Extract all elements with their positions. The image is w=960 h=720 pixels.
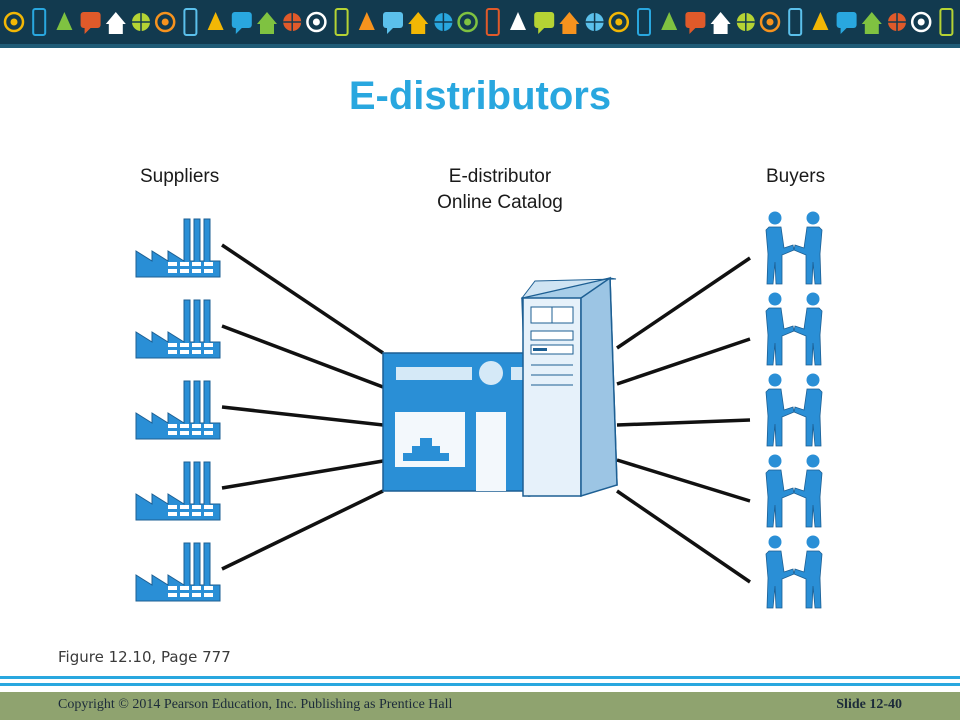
video-icon xyxy=(710,12,731,34)
icon-pattern xyxy=(3,8,954,36)
thumbs-up-icon xyxy=(788,8,803,36)
connection-lines xyxy=(221,243,751,584)
people-icon xyxy=(939,8,954,36)
footer-rule-bottom xyxy=(0,683,960,686)
factory-icon xyxy=(135,218,221,278)
factory-icon xyxy=(135,380,221,440)
handshake-icon xyxy=(765,454,823,528)
thumbs-up-icon xyxy=(132,13,150,31)
catalog-label-line2: Online Catalog xyxy=(437,192,563,213)
video-icon xyxy=(56,12,73,30)
email-icon xyxy=(257,12,277,34)
slide-number: Slide 12-40 xyxy=(836,697,902,712)
airplane-icon xyxy=(434,13,453,31)
at-icon xyxy=(334,8,349,36)
factory-icon xyxy=(135,461,221,521)
supplier-icons xyxy=(135,218,221,602)
buyer-connection xyxy=(616,458,751,503)
globe-icon xyxy=(888,13,906,31)
buyer-connection xyxy=(616,256,751,350)
factory-icon xyxy=(135,299,221,359)
video-icon xyxy=(383,12,403,34)
thumbs-up-icon xyxy=(457,11,478,33)
home-icon xyxy=(534,12,555,34)
figure-caption: Figure 12.10, Page 777 xyxy=(58,648,231,666)
header-banner xyxy=(0,0,960,44)
airplane-icon xyxy=(105,12,126,34)
chat-icon xyxy=(80,12,101,34)
banner-divider xyxy=(0,44,960,48)
footer-bar: Copyright © 2014 Pearson Education, Inc.… xyxy=(0,692,960,720)
smartphone-icon xyxy=(32,8,47,36)
copyright-notice: Copyright © 2014 Pearson Education, Inc.… xyxy=(58,697,453,712)
chat-icon xyxy=(408,12,429,34)
email-icon xyxy=(585,13,604,31)
sms-icon xyxy=(183,8,198,36)
handshake-icon xyxy=(765,211,823,285)
smartphone-icon xyxy=(685,12,706,34)
catalog-label-line1: E-distributor xyxy=(449,166,552,187)
buyers-label: Buyers xyxy=(766,166,825,187)
storefront-icon xyxy=(382,352,534,492)
supplier-connection xyxy=(221,489,384,571)
smartphone-icon xyxy=(358,12,375,30)
suppliers-label: Suppliers xyxy=(140,166,219,187)
buyer-connection xyxy=(616,418,751,427)
home-icon xyxy=(861,12,882,34)
handshake-icon xyxy=(765,292,823,366)
chat-icon xyxy=(736,13,755,31)
globe-icon xyxy=(231,12,252,34)
supplier-connection xyxy=(221,459,384,490)
people-icon xyxy=(608,11,630,33)
at-icon xyxy=(661,12,678,30)
at-icon xyxy=(3,11,25,33)
sms-icon xyxy=(836,12,857,34)
laptop-icon xyxy=(637,8,651,36)
airplane-icon xyxy=(759,11,781,33)
supplier-connection xyxy=(221,243,384,355)
wifi-icon xyxy=(812,12,829,30)
people-icon xyxy=(283,13,302,31)
buyer-icons xyxy=(765,211,823,609)
wifi-icon xyxy=(485,8,500,36)
slide-title: E-distributors xyxy=(348,74,612,118)
e-distributor-diagram: Suppliers E-distributor Online Catalog B… xyxy=(130,155,830,610)
handshake-icon xyxy=(765,373,823,447)
footer-rule-top xyxy=(0,676,960,679)
supplier-connection xyxy=(221,405,384,427)
handshake-icon xyxy=(765,535,823,609)
supplier-connection xyxy=(221,324,384,389)
wifi-icon xyxy=(154,11,176,33)
sms-icon xyxy=(510,12,526,30)
home-icon xyxy=(207,12,224,30)
factory-icon xyxy=(135,542,221,602)
globe-icon xyxy=(559,12,580,34)
buyer-connection xyxy=(616,337,751,386)
server-icon xyxy=(520,276,618,498)
email-icon xyxy=(910,11,932,33)
laptop-icon xyxy=(306,11,327,33)
buyer-connection xyxy=(616,489,751,584)
